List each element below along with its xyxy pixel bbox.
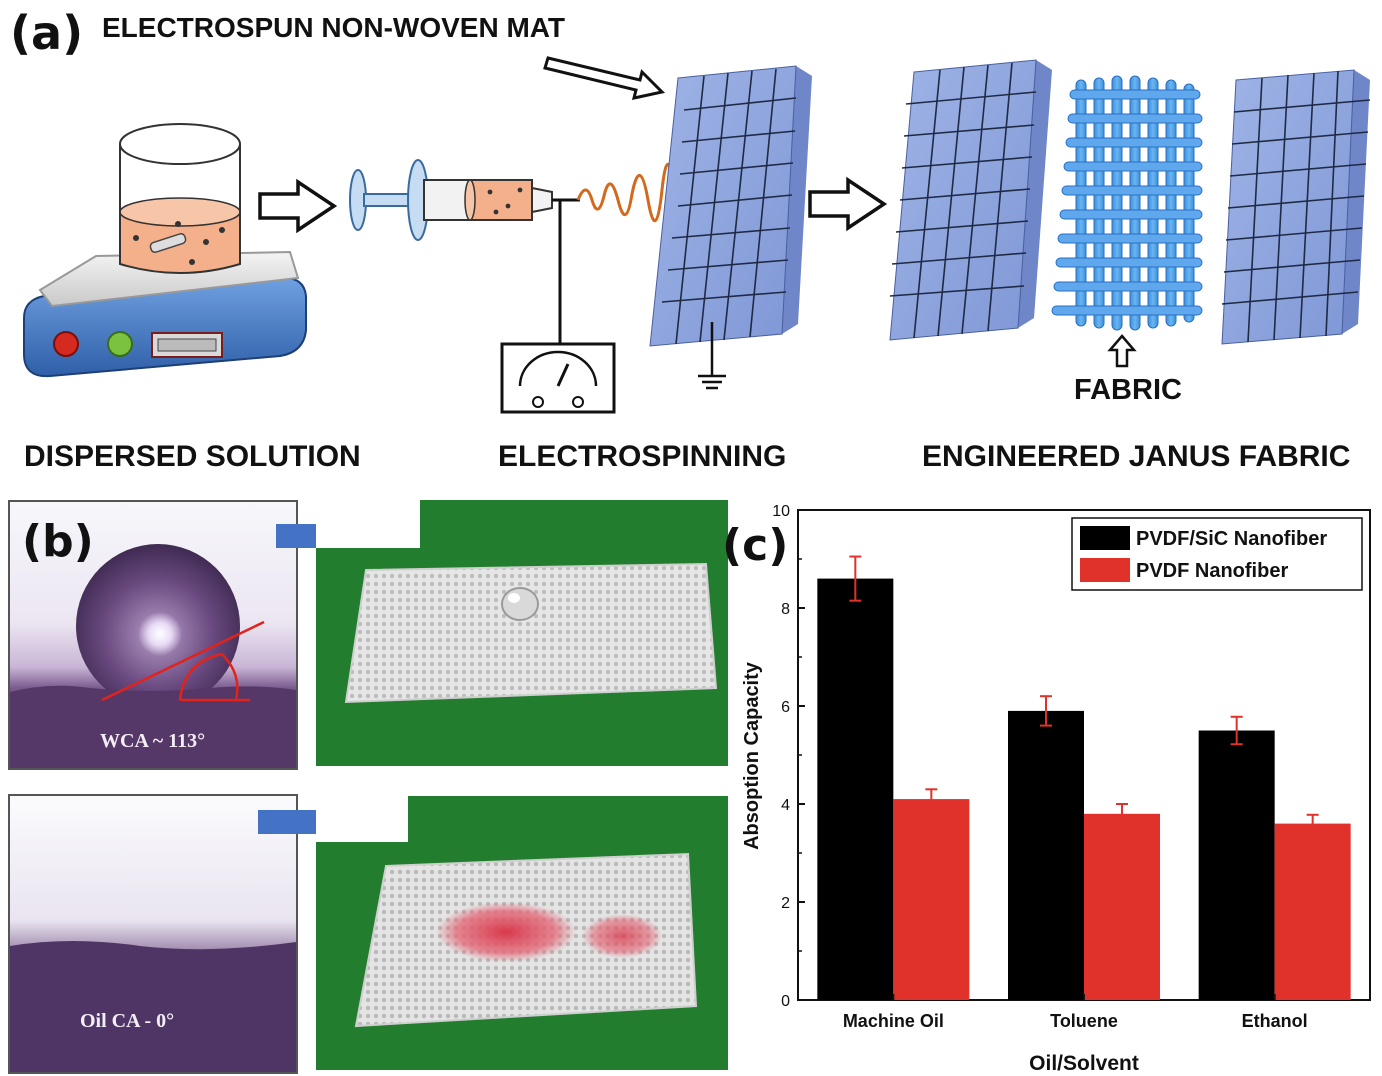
woven-fabric [1051,75,1203,368]
y-tick-label: 10 [772,503,790,520]
bar-pvdf-sic-0 [817,578,894,1000]
electrospinning-schematic [23,56,1371,414]
y-tick-label: 0 [781,993,790,1010]
collector-mat [649,65,812,390]
bar-pvdf-sic-2 [1198,730,1275,1000]
stage-label-janus-fabric: ENGINEERED JANUS FABRIC [922,440,1351,473]
y-tick-label: 8 [781,601,790,618]
bar-pvdf-0 [893,799,970,1000]
stage-label-dispersed-solution: DISPERSED SOLUTION [24,440,361,473]
panel-b-label: (b) [22,516,94,567]
wca-text: WCA ~ 113° [100,730,206,752]
process-arrow-2 [808,176,888,232]
y-tick-label: 2 [781,895,790,912]
legend-entry: PVDF Nanofiber [1136,560,1288,582]
y-tick-label: 4 [781,797,790,814]
legend-swatch [1080,526,1130,550]
process-arrow-1 [258,178,338,234]
bar-pvdf-sic-1 [1008,710,1084,1000]
legend-swatch [1080,558,1130,582]
oil-contact-angle-photo: Oil CA - 0° [8,794,298,1074]
x-tick-label: Machine Oil [843,1011,944,1031]
error-bar [1230,715,1243,746]
y-tick-label: 6 [781,699,790,716]
error-bar [849,555,862,602]
bar-pvdf-1 [1084,813,1160,1000]
panel-a-label: (a) [10,6,84,60]
legend-entry: PVDF/SiC Nanofiber [1136,528,1327,550]
hot-plate-stirrer [23,123,307,378]
water-contact-angle-photo: WCA ~ 113° [8,500,298,770]
janus-mat-left [889,59,1052,341]
mat-pointer-arrow [543,56,666,100]
error-bar [1040,695,1052,727]
bar-pvdf-2 [1274,823,1351,1000]
oil-ca-text: Oil CA - 0° [80,1010,175,1032]
voltage-supply [500,200,616,414]
syringe [349,159,580,241]
janus-mat-right [1221,69,1371,345]
x-tick-label: Ethanol [1242,1011,1308,1031]
panel-c-label: (c) [722,520,789,571]
error-bar [925,788,938,810]
error-bar [1116,803,1128,825]
x-tick-label: Toluene [1050,1011,1118,1031]
fabric-label: FABRIC [1074,374,1182,406]
fabric-water-drop-photo [316,500,728,766]
y-axis-label: Absoption Capacity [741,661,763,850]
fabric-oil-stain-photo [316,796,728,1070]
x-axis-label: Oil/Solvent [1029,1052,1139,1075]
absorption-capacity-bar-chart: 0 2 4 6 8 10 Machine Oil Toluene Ethanol PVDF/S… [741,503,1371,1075]
error-bar [1306,813,1319,834]
mat-label: ELECTROSPUN NON-WOVEN MAT [102,12,566,43]
stage-label-electrospinning: ELECTROSPINNING [498,440,787,473]
